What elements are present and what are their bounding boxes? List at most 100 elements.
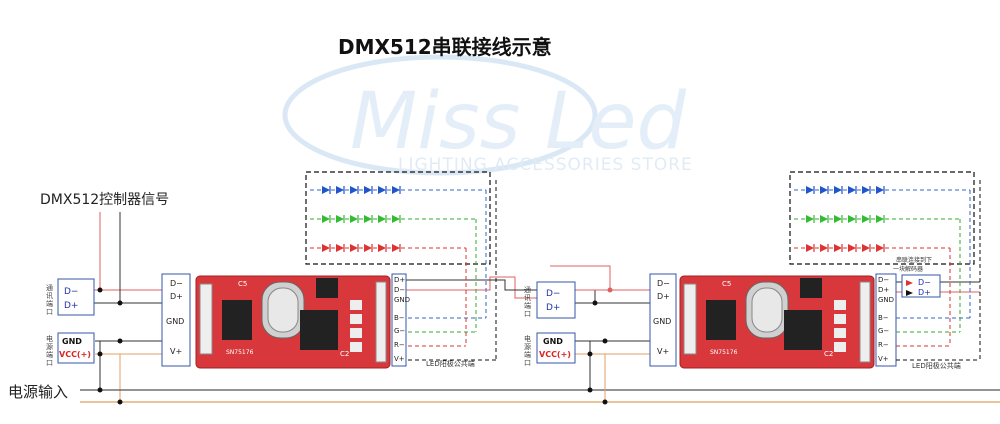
right-comm-port-box [536, 281, 576, 319]
svg-text:B−: B− [878, 314, 889, 322]
left-d-plus: D+ [64, 301, 78, 311]
right-comm-port-label: 通 讯 端 口 [524, 285, 531, 318]
svg-text:讯: 讯 [524, 294, 531, 302]
svg-text:口: 口 [524, 310, 531, 318]
right-board-ic [706, 300, 736, 340]
green-led-icon [322, 215, 330, 223]
svg-text:V+: V+ [878, 355, 889, 363]
svg-text:B−: B− [394, 314, 405, 322]
svg-text:电: 电 [524, 334, 531, 343]
controller-signal-label: DMX512控制器信号 [40, 192, 169, 208]
svg-text:V+: V+ [657, 347, 669, 356]
red-led-icon [806, 244, 814, 252]
svg-text:口: 口 [524, 359, 531, 367]
red-led-icon [364, 244, 372, 252]
right-cascade-d-minus: D− [918, 278, 931, 287]
svg-text:D−: D− [170, 279, 183, 288]
svg-text:G−: G− [878, 327, 889, 335]
right-cascade-box [901, 274, 941, 298]
right-input-terminal [649, 273, 677, 367]
junction-dot [592, 300, 598, 306]
svg-text:端: 端 [46, 350, 53, 359]
svg-text:GND: GND [653, 317, 671, 326]
right-d-plus: D+ [546, 303, 560, 313]
right-cascade-note-2: 一块解码器 [893, 265, 923, 273]
green-led-icon [806, 215, 814, 223]
left-comm-port-box [57, 278, 95, 316]
junction-dot [587, 351, 593, 357]
svg-text:源: 源 [524, 342, 531, 351]
svg-text:R−: R− [878, 341, 889, 349]
junction-dot [117, 399, 123, 405]
red-led-icon [876, 244, 884, 252]
svg-text:端: 端 [46, 299, 53, 308]
red-led-icon [848, 244, 856, 252]
blue-led-icon [820, 186, 828, 194]
left-power-port-box [57, 332, 95, 364]
right-led-diodes [806, 186, 885, 252]
watermark-tagline: LIGHTING ACCESSORIES STORE [398, 155, 693, 175]
red-led-icon [322, 244, 330, 252]
blue-led-icon [392, 186, 400, 194]
left-output-pins: D+ D− GND B− G− R− V+ [394, 276, 410, 363]
red-led-icon [336, 244, 344, 252]
svg-text:GND: GND [878, 296, 894, 304]
left-input-terminal [161, 273, 191, 367]
cascade-arrow-icon [906, 290, 913, 296]
left-comm-port-label: 通 讯 端 口 [46, 283, 53, 316]
red-led-icon [378, 244, 386, 252]
red-led-icon [834, 244, 842, 252]
svg-text:D+: D+ [657, 292, 670, 301]
blue-led-icon [806, 186, 814, 194]
svg-text:GND: GND [394, 296, 410, 304]
left-power-port-label: 电 源 端 口 [46, 334, 53, 367]
blue-led-icon [848, 186, 856, 194]
svg-text:口: 口 [46, 359, 53, 367]
right-cascade-d-plus: D+ [918, 288, 931, 297]
svg-text:V+: V+ [170, 347, 182, 356]
left-gnd: GND [62, 337, 82, 346]
left-board-label-c2: C2 [340, 350, 349, 358]
green-led-icon [820, 215, 828, 223]
junction-dot [602, 338, 608, 344]
junction-dot [97, 351, 103, 357]
left-decoder-board: C5 C2 SN75176 [195, 275, 391, 369]
svg-text:端: 端 [524, 301, 531, 310]
right-decoder-board: C5 C2 SN75176 [679, 275, 875, 369]
power-input-label: 电源输入 [8, 383, 68, 401]
svg-text:G−: G− [394, 327, 405, 335]
left-led-diodes [322, 186, 401, 252]
svg-text:D−: D− [878, 276, 889, 284]
blue-led-icon [350, 186, 358, 194]
svg-text:R−: R− [394, 341, 405, 349]
left-output-terminal [391, 273, 407, 367]
junction-dot [97, 287, 103, 293]
left-input-pins: D− D+ GND V+ [166, 279, 184, 356]
svg-text:D−: D− [394, 286, 405, 294]
blue-led-icon [834, 186, 842, 194]
junction-dot [117, 300, 123, 306]
left-led-common-anode-label: LED阳极公共端 [426, 359, 475, 368]
left-d-minus: D− [64, 287, 78, 297]
green-led-icon [336, 215, 344, 223]
svg-text:通: 通 [524, 285, 531, 294]
blue-led-icon [378, 186, 386, 194]
junction-dot [602, 399, 608, 405]
blue-led-icon [364, 186, 372, 194]
page-title: DMX512串联接线示意 [338, 35, 552, 59]
red-led-icon [392, 244, 400, 252]
right-output-pins: D− D+ GND B− G− R− V+ [878, 276, 894, 363]
right-cascade-note-1: 串联连接到下 [896, 256, 932, 264]
svg-text:D−: D− [657, 279, 670, 288]
green-led-icon [876, 215, 884, 223]
left-board-ic [222, 300, 252, 340]
svg-text:D+: D+ [394, 276, 405, 284]
right-output-terminal [875, 273, 897, 367]
green-led-icon [350, 215, 358, 223]
svg-text:电: 电 [46, 334, 53, 343]
right-power-port-label: 电 源 端 口 [524, 334, 531, 367]
junction-dot [117, 338, 123, 344]
junction-dot [607, 287, 613, 293]
red-led-icon [350, 244, 358, 252]
